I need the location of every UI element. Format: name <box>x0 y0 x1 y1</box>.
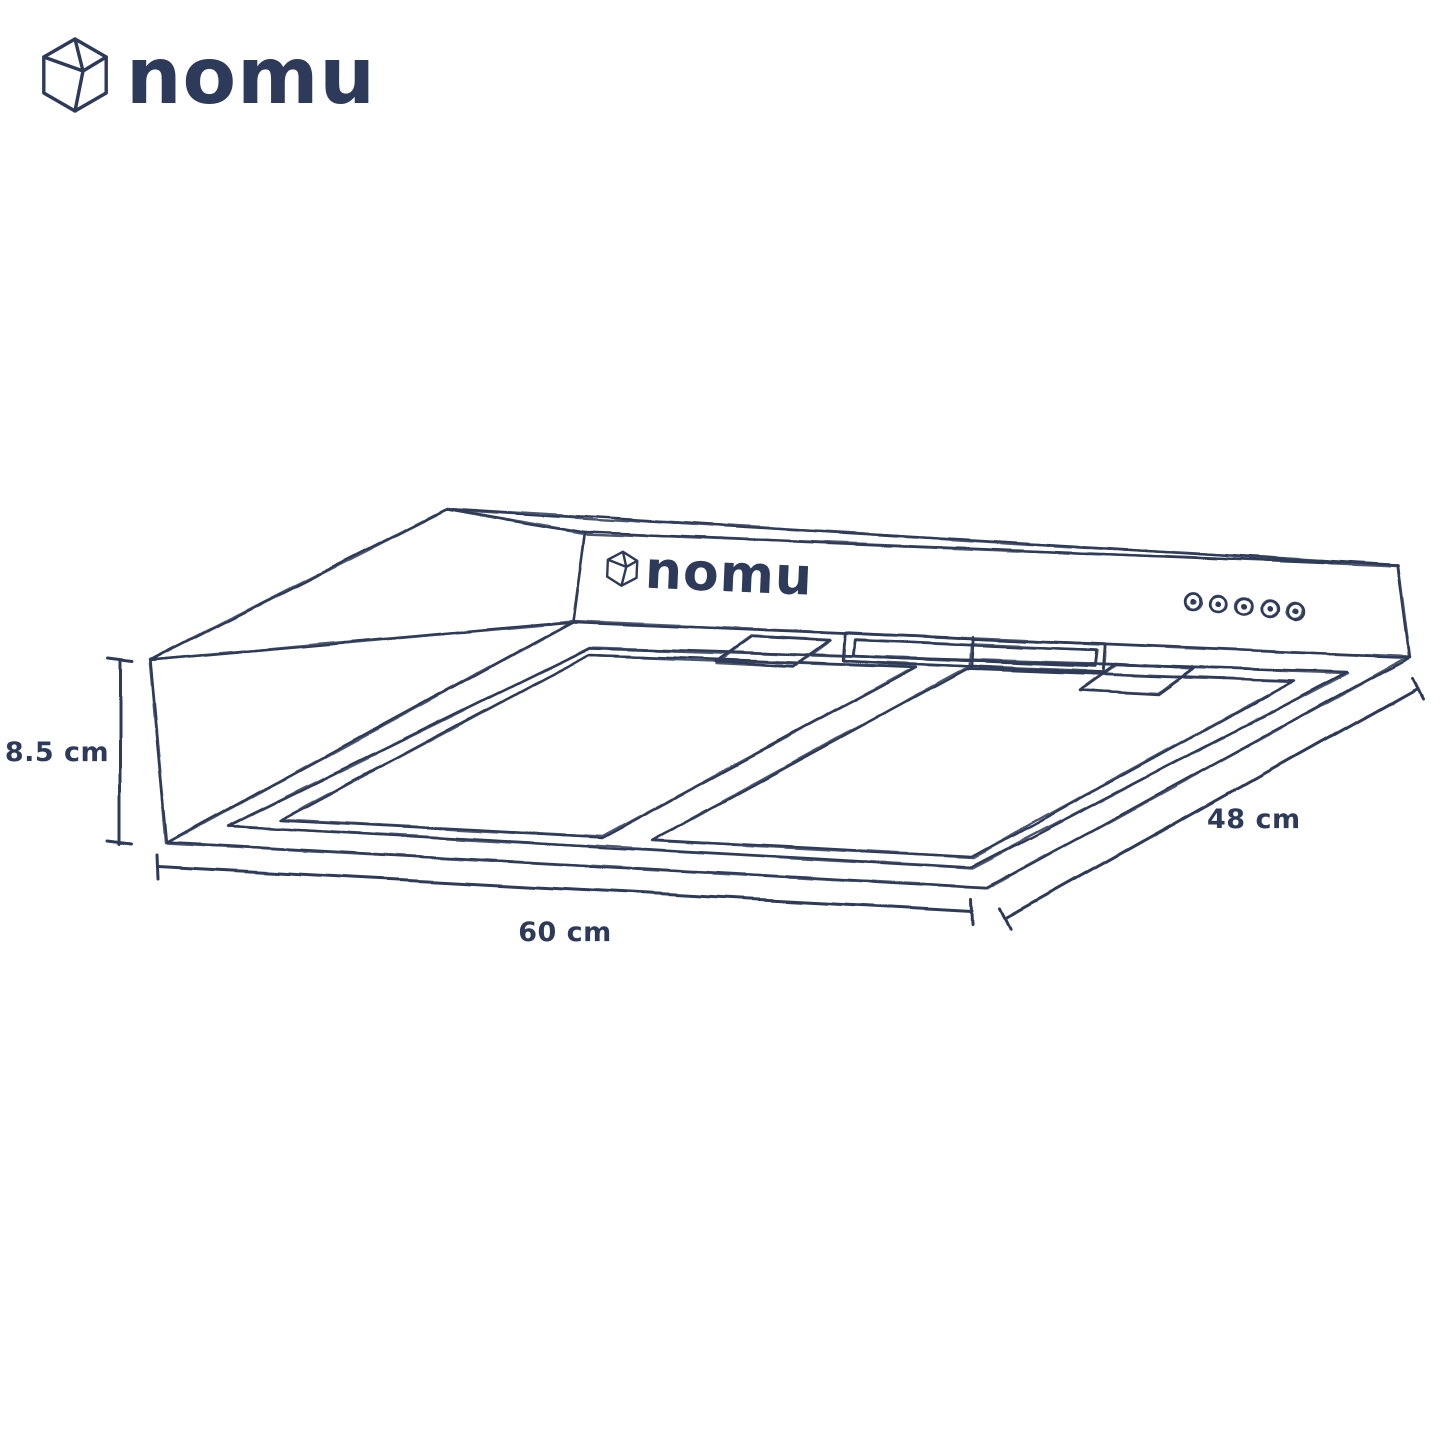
width-dimension-line <box>154 853 975 926</box>
brand-hexagon-icon <box>42 37 108 113</box>
width-dimension-label: 60 cm <box>518 917 612 948</box>
dimension-lines <box>106 656 1424 931</box>
product-front-logo: nomu <box>605 541 814 608</box>
brand-logo: nomu <box>42 32 376 122</box>
depth-dimension-line <box>998 676 1424 931</box>
height-dimension-line <box>106 656 134 845</box>
depth-dimension-label: 48 cm <box>1207 804 1301 835</box>
height-dimension-label: 8.5 cm <box>5 737 109 768</box>
product-logo-text: nomu <box>644 541 814 608</box>
brand-logo-text: nomu <box>126 32 376 122</box>
product-logo-hexagon-icon <box>605 550 639 587</box>
